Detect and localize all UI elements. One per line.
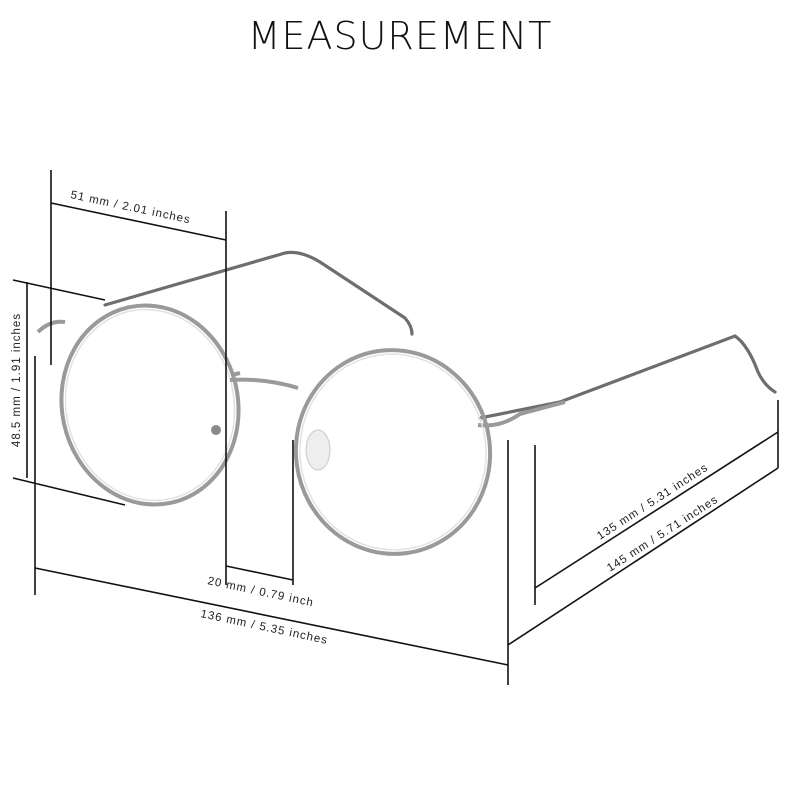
- glasses-image: [36, 250, 777, 556]
- lens-height-dimension: 48.5 mm / 1.91 inches: [11, 279, 126, 506]
- frame-width-label: 136 mm / 5.35 inches: [199, 608, 329, 647]
- page-title: MEASUREMENT: [247, 14, 553, 58]
- lens-width-dimension: 51 mm / 2.01 inches: [50, 170, 227, 585]
- bridge-width-label: 20 mm / 0.79 inch: [206, 575, 315, 609]
- lens-width-label: 51 mm / 2.01 inches: [69, 189, 191, 226]
- temple-length-dimension: 135 mm / 5.31 inches 145 mm / 5.71 inche…: [507, 400, 779, 646]
- temple-inner-label: 135 mm / 5.31 inches: [595, 462, 711, 543]
- lens-height-label: 48.5 mm / 1.91 inches: [11, 313, 23, 447]
- frame-width-dimension: 136 mm / 5.35 inches: [34, 356, 509, 685]
